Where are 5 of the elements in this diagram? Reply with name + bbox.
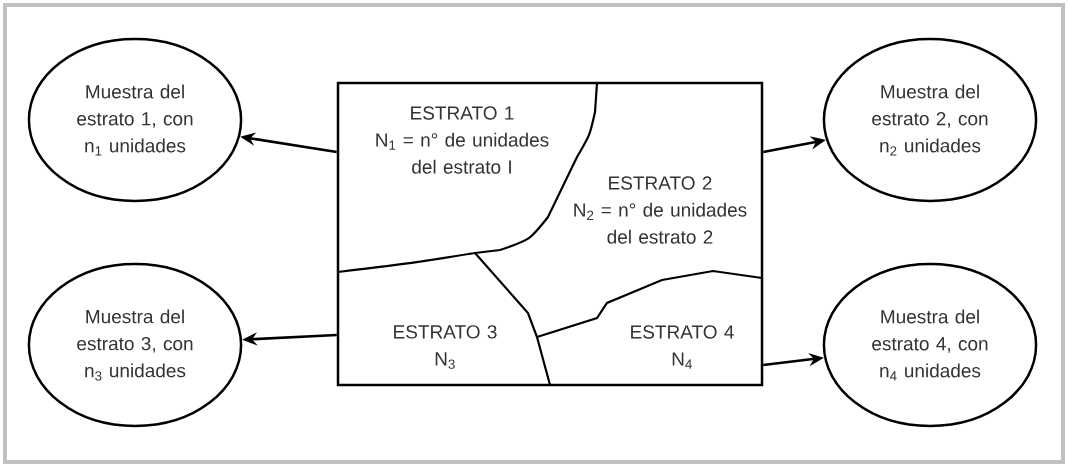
stratum-label: ESTRATO 2 N$_{2}$ = n° de unidades del estrato 2 — [574, 176, 747, 244]
stratum-label: ESTRATO 3 N$_{3}$ — [394, 325, 497, 369]
population-box — [336, 81, 764, 387]
stratum-label: ESTRATO 1 N$_{1}$ = n° de unidades del estrato I — [376, 106, 549, 174]
stratum-label: ESTRATO 4 N$_{4}$ — [631, 325, 734, 369]
